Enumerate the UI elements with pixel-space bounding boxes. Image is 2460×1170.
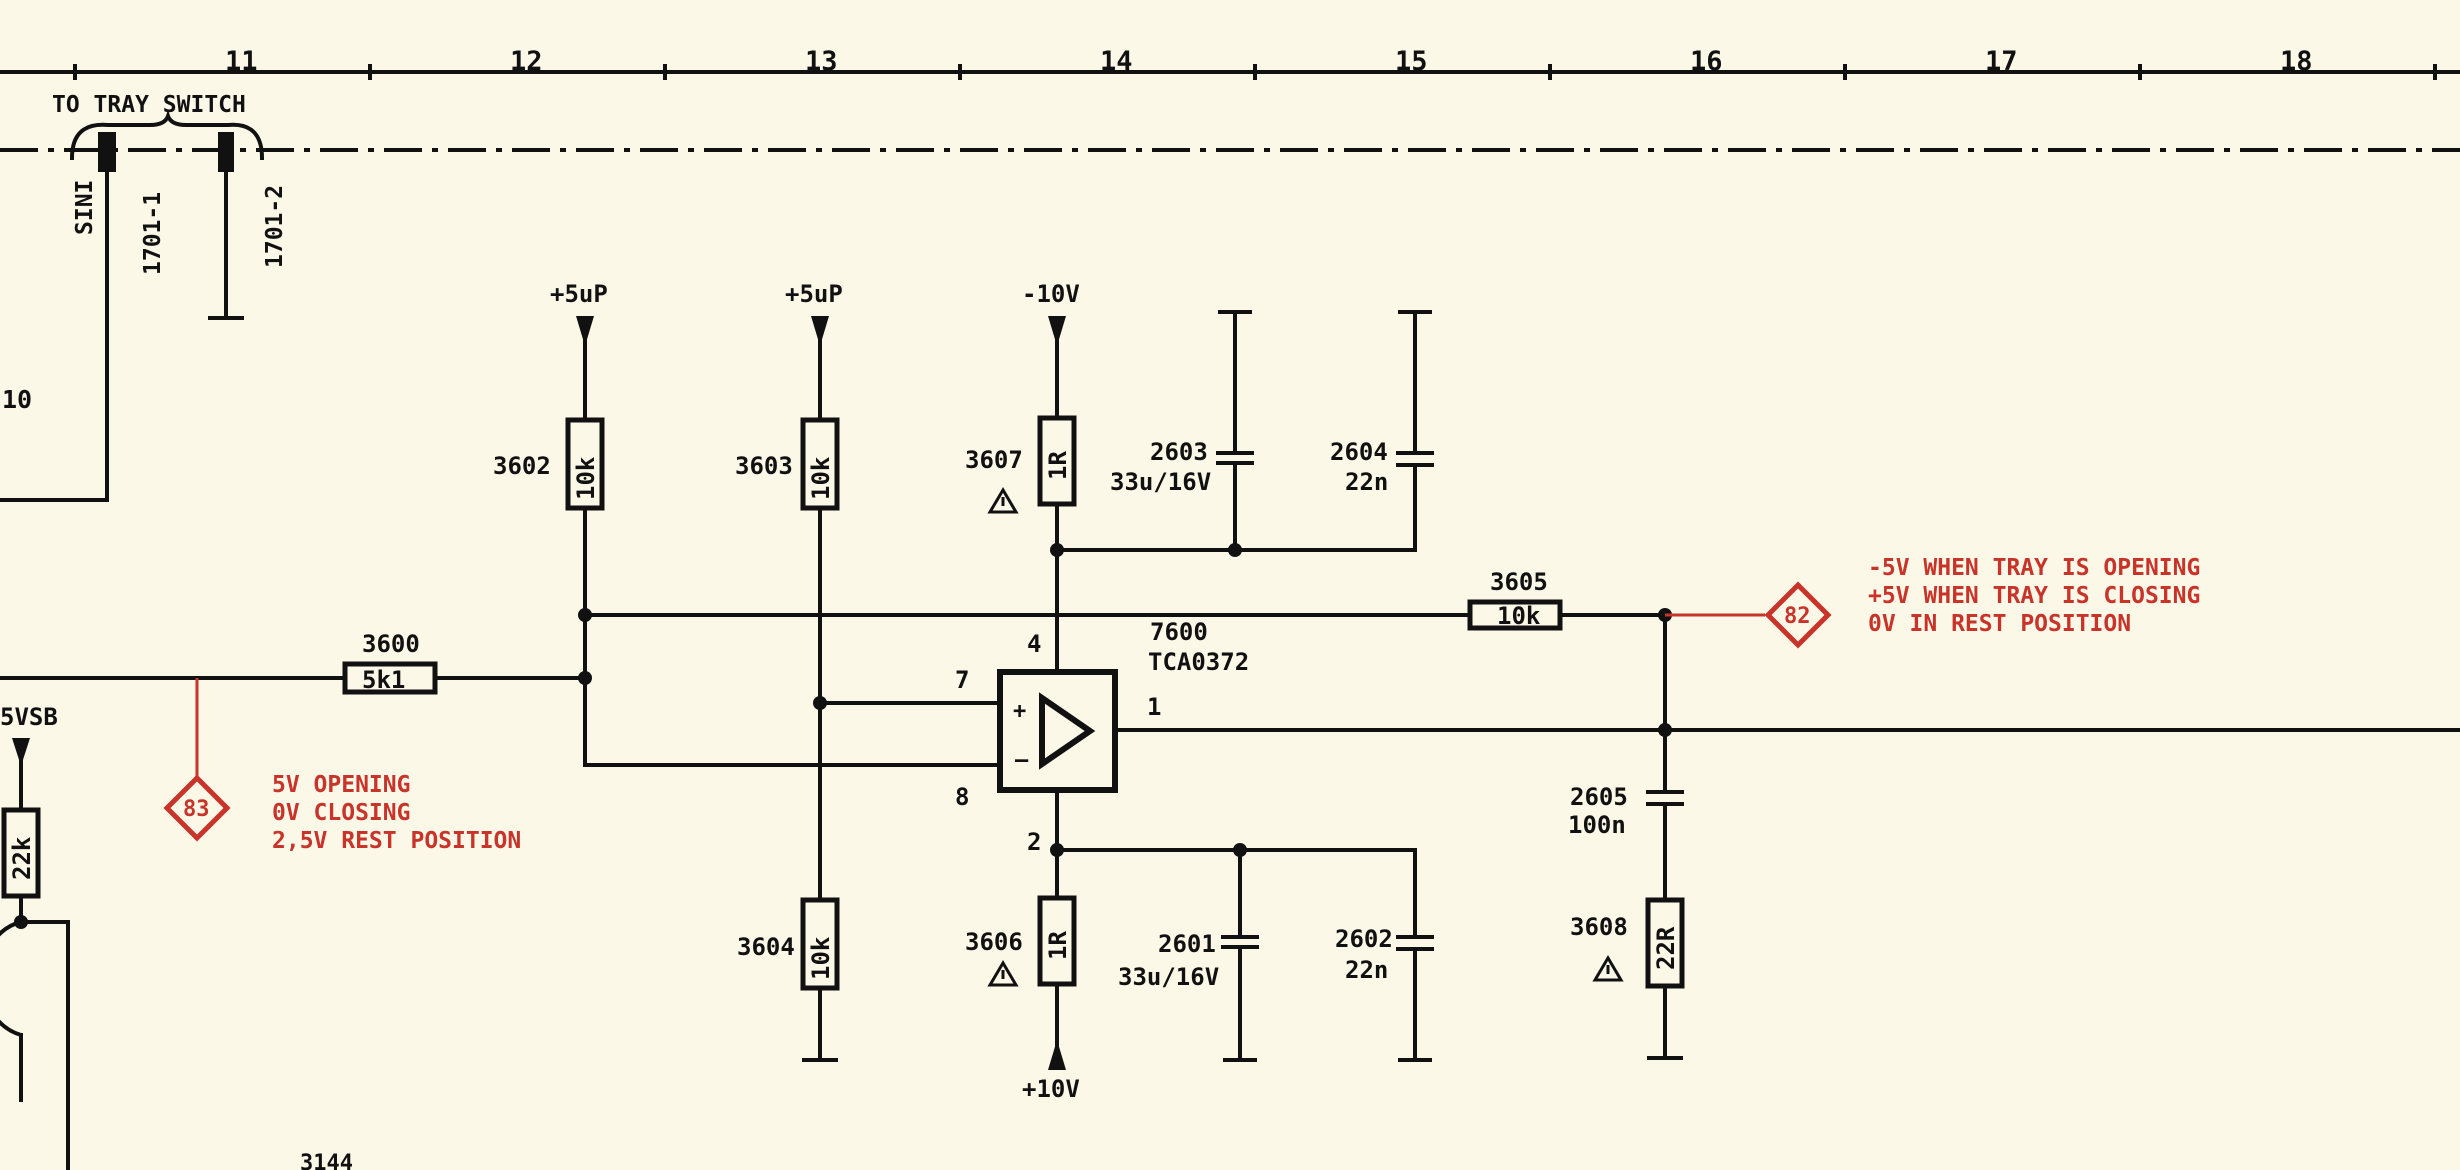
ic-ref: 7600 bbox=[1150, 618, 1208, 646]
safety-warning-icon bbox=[987, 487, 1019, 514]
resistor-3605: 10k 3605 bbox=[1467, 568, 1563, 631]
column-ruler: 11 12 13 14 15 16 17 18 bbox=[0, 46, 2460, 80]
net-label-10: 10 bbox=[2, 385, 32, 414]
resistor-ref: 3605 bbox=[1490, 568, 1548, 596]
supply-5up-middle: +5uP bbox=[785, 280, 843, 422]
resistor-ref: 3607 bbox=[965, 446, 1023, 474]
ic-pin-1: 1 bbox=[1147, 693, 1161, 721]
supply-label: -10V bbox=[1022, 280, 1080, 308]
safety-warning-icon bbox=[987, 960, 1019, 987]
resistor-3602: 10k 3602 bbox=[493, 417, 605, 511]
resistor-ref: 3608 bbox=[1570, 913, 1628, 941]
supply-label: +5uP bbox=[550, 280, 608, 308]
resistor-22k: 22k bbox=[1, 807, 41, 899]
test-point-note: 2,5V REST POSITION bbox=[272, 828, 521, 854]
supply-5up-left: +5uP bbox=[550, 280, 608, 422]
ic-pin-4: 4 bbox=[1027, 630, 1041, 658]
resistor-3606: 1R 3606 bbox=[965, 895, 1077, 987]
capacitor-2605: 2605 100n bbox=[1568, 783, 1628, 839]
col-18: 18 bbox=[2280, 46, 2313, 77]
svg-text:–: – bbox=[1015, 748, 1029, 773]
capacitor-ref: 2601 bbox=[1158, 930, 1216, 958]
supply-5vsb: 5VSB bbox=[0, 703, 58, 812]
supply-label: +5uP bbox=[785, 280, 843, 308]
test-point-note: 0V IN REST POSITION bbox=[1868, 611, 2131, 637]
col-13: 13 bbox=[805, 46, 838, 77]
capacitor-ref: 2605 bbox=[1570, 783, 1628, 811]
svg-text:10k: 10k bbox=[572, 456, 600, 500]
svg-text:1R: 1R bbox=[1044, 931, 1072, 960]
cut-off-label: 3144 bbox=[300, 1151, 353, 1170]
led-symbol bbox=[0, 920, 23, 1102]
col-12: 12 bbox=[510, 46, 543, 77]
safety-warning-icon bbox=[1592, 955, 1624, 982]
resistor-3607: 1R 3607 bbox=[965, 415, 1077, 514]
resistor-ref: 3603 bbox=[735, 452, 793, 480]
supply-label: 5VSB bbox=[0, 703, 58, 731]
capacitor-value: 33u/16V bbox=[1110, 468, 1211, 496]
test-point-note: -5V WHEN TRAY IS OPENING bbox=[1868, 555, 2200, 581]
supply-label: +10V bbox=[1022, 1075, 1080, 1103]
capacitor-ref: 2603 bbox=[1150, 438, 1208, 466]
ic-part: TCA0372 bbox=[1148, 648, 1249, 676]
resistor-ref: 3604 bbox=[737, 933, 795, 961]
col-16: 16 bbox=[1690, 46, 1723, 77]
col-14: 14 bbox=[1100, 46, 1133, 77]
resistor-ref: 3602 bbox=[493, 452, 551, 480]
capacitor-value: 100n bbox=[1568, 811, 1626, 839]
pin-sini: SINI bbox=[72, 180, 98, 235]
opamp-7600: + – 7600 TCA0372 4 7 8 2 1 bbox=[955, 618, 1249, 856]
test-point-82: 82 -5V WHEN TRAY IS OPENING +5V WHEN TRA… bbox=[1665, 555, 2200, 649]
col-15: 15 bbox=[1395, 46, 1428, 77]
svg-text:10k: 10k bbox=[807, 456, 835, 500]
tray-switch-connector: TO TRAY SWITCH SINI 1701-1 1701-2 bbox=[0, 92, 288, 502]
svg-text:1R: 1R bbox=[1044, 451, 1072, 480]
ic-pin-2: 2 bbox=[1027, 828, 1041, 856]
capacitor-2601: 2601 33u/16V bbox=[1118, 848, 1259, 1062]
resistor-3608: 22R 3608 bbox=[1570, 897, 1685, 989]
svg-text:5k1: 5k1 bbox=[362, 666, 405, 694]
resistor-ref: 3606 bbox=[965, 928, 1023, 956]
svg-text:10k: 10k bbox=[807, 936, 835, 980]
capacitor-value: 22n bbox=[1345, 468, 1388, 496]
capacitor-2604: 2604 22n bbox=[1330, 310, 1434, 552]
svg-text:10k: 10k bbox=[1497, 602, 1541, 630]
supply-minus-10v: -10V bbox=[1022, 280, 1080, 420]
tray-switch-label: TO TRAY SWITCH bbox=[52, 92, 246, 118]
pin-1701-2: 1701-2 bbox=[262, 185, 288, 268]
capacitor-value: 22n bbox=[1345, 956, 1388, 984]
resistor-3603: 10k 3603 bbox=[735, 417, 840, 511]
capacitor-2602: 2602 22n bbox=[1335, 848, 1434, 1062]
pin-1701-1: 1701-1 bbox=[140, 192, 166, 275]
capacitor-ref: 2604 bbox=[1330, 438, 1388, 466]
test-point-id: 82 bbox=[1784, 604, 1811, 629]
resistor-3600: 5k1 3600 bbox=[342, 630, 438, 695]
capacitor-2603: 2603 33u/16V bbox=[1110, 310, 1254, 552]
col-17: 17 bbox=[1985, 46, 2018, 77]
ic-pin-8: 8 bbox=[955, 783, 969, 811]
capacitor-value: 33u/16V bbox=[1118, 963, 1219, 991]
test-point-83: 83 5V OPENING 0V CLOSING 2,5V REST POSIT… bbox=[163, 678, 521, 854]
ic-pin-7: 7 bbox=[955, 666, 969, 694]
resistor-ref: 3600 bbox=[362, 630, 420, 658]
col-11: 11 bbox=[225, 46, 258, 77]
supply-plus-10v: +10V bbox=[1022, 982, 1080, 1103]
svg-text:22R: 22R bbox=[1652, 926, 1680, 970]
resistor-3604: 10k 3604 bbox=[737, 897, 840, 991]
svg-text:22k: 22k bbox=[8, 836, 36, 880]
svg-text:+: + bbox=[1013, 699, 1026, 724]
test-point-note: +5V WHEN TRAY IS CLOSING bbox=[1868, 583, 2200, 609]
test-point-note: 5V OPENING bbox=[272, 772, 410, 798]
test-point-note: 0V CLOSING bbox=[272, 800, 410, 826]
test-point-id: 83 bbox=[183, 797, 210, 822]
capacitor-ref: 2602 bbox=[1335, 925, 1393, 953]
